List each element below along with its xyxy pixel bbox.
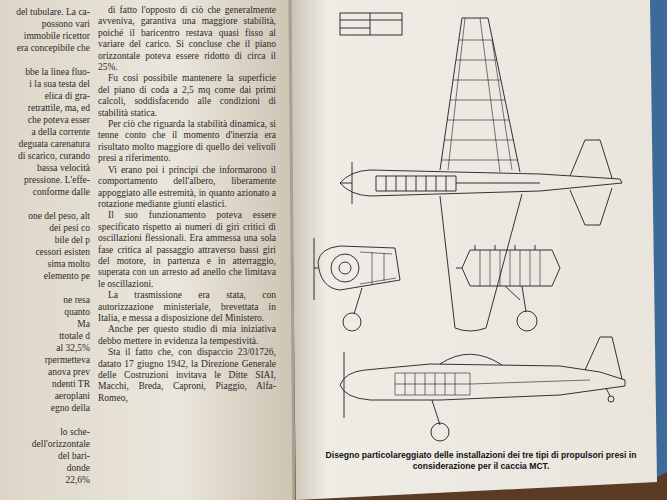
text-column: di fatto l'opposto di ciò che generalmen…	[98, 5, 276, 404]
body-text-fragment: Ma	[2, 318, 90, 330]
body-text-fragment: dell'orizzontale	[2, 438, 90, 450]
figure-caption: Disegno particolareggiato delle installa…	[322, 450, 640, 472]
body-text-fragment: bile del p	[2, 234, 90, 246]
title-block	[340, 13, 402, 35]
gear-wheel	[431, 423, 449, 441]
inline-engine	[462, 250, 560, 286]
body-text-fragment: quanto	[2, 306, 90, 318]
body-text-fragment: one del peso, alt	[2, 210, 90, 222]
gear-wheel	[343, 313, 361, 331]
body-text-fragment: 22,6%	[2, 474, 90, 486]
body-text-fragment: ttotale d	[2, 330, 90, 342]
body-paragraph: Per ciò che riguarda la stabilità dinami…	[98, 119, 276, 165]
body-paragraph: Sta il fatto che, con dispaccio 23/01726…	[98, 347, 276, 404]
body-paragraph: Vi erano poi i principi che informarono …	[98, 165, 276, 211]
left-page	[0, 0, 293, 500]
body-paragraph: Il suo funzionamento poteva essere speci…	[98, 210, 276, 290]
exhaust-stubs	[456, 245, 535, 268]
radial-mount	[360, 252, 396, 284]
body-text-fragment: a della corrente	[2, 126, 90, 138]
body-text-fragment: elica di gra-	[2, 90, 90, 102]
body-paragraph: di fatto l'opposto di ciò che generalmen…	[98, 5, 276, 73]
body-paragraph: Fu così possibile mantenere la superfici…	[98, 73, 276, 119]
tail-wheel	[608, 396, 614, 402]
body-text-fragment: che poteva esser	[2, 114, 90, 126]
gutter-shadow	[290, 0, 294, 500]
body-text-fragment: lo sche-	[2, 426, 90, 438]
body-text-fragment: ndenti TR	[2, 378, 90, 390]
body-text-fragment: di scarico, curando	[2, 150, 90, 162]
gear-leg	[354, 288, 362, 314]
body-text-fragment: elemento pe	[2, 270, 90, 282]
radial-cowling	[318, 246, 400, 290]
body-text-fragment: bassa velocità	[2, 162, 90, 174]
engine-cylinders	[480, 250, 540, 286]
body-paragraph: Anche per questo studio di mia iniziativ…	[98, 324, 276, 347]
radial-cylinders	[331, 254, 359, 282]
body-text-fragment: ne resa	[2, 294, 90, 306]
fin	[585, 337, 622, 379]
body-text-fragment: immobile ricettor	[2, 30, 90, 42]
body-text-fragment: del tubulare. La ca-	[2, 6, 90, 18]
body-text-fragment: pressione. L'effe-	[2, 174, 90, 186]
body-text-fragment: rpermetteva	[2, 354, 90, 366]
propeller	[344, 352, 345, 418]
right-page	[290, 0, 657, 500]
body-text-fragment: sima molto	[2, 258, 90, 270]
gear-leg	[432, 400, 440, 425]
gear-wheel	[517, 311, 537, 331]
body-text-fragment: dei pesi co	[2, 222, 90, 234]
body-text-fragment: al 32,5%	[2, 342, 90, 354]
body-text-fragment: i la sua testa del	[2, 78, 90, 90]
body-text-fragment: del bari-	[2, 450, 90, 462]
body-text-fragment: cessori esisten	[2, 246, 90, 258]
radial-propeller	[314, 238, 318, 300]
body-paragraph: La trasmissione era stata, con autorizza…	[98, 290, 276, 324]
aircraft-drawing	[314, 13, 625, 441]
body-text-fragment: egno della	[2, 402, 90, 414]
wing-upper	[440, 18, 520, 172]
horizontal-tail	[570, 140, 612, 225]
canopy	[440, 354, 502, 365]
wing-ribs	[441, 18, 518, 172]
gear-leg	[505, 286, 526, 312]
body-text-fragment: retrattile, ma, ed	[2, 102, 90, 114]
body-text-fragment: bbe la linea fluo-	[2, 66, 90, 78]
tail-wheel-leg	[606, 388, 610, 396]
radial-hub	[339, 262, 351, 274]
engine-side	[395, 373, 590, 395]
propeller	[340, 162, 352, 204]
engine-installation	[376, 176, 540, 191]
body-text-fragment: anova prev	[2, 366, 90, 378]
body-text-fragment: possono vari	[2, 18, 90, 30]
fuselage-plan	[340, 170, 622, 196]
body-text-fragment: era concepibile che	[2, 42, 90, 54]
fuselage-side	[340, 364, 625, 400]
title-block-lines	[340, 13, 402, 35]
body-text-fragment: deguata carenatura	[2, 138, 90, 150]
body-text-fragment: conforme dalle	[2, 186, 90, 198]
body-text-fragment: aeroplani	[2, 390, 90, 402]
body-text-fragment: donde	[2, 462, 90, 474]
